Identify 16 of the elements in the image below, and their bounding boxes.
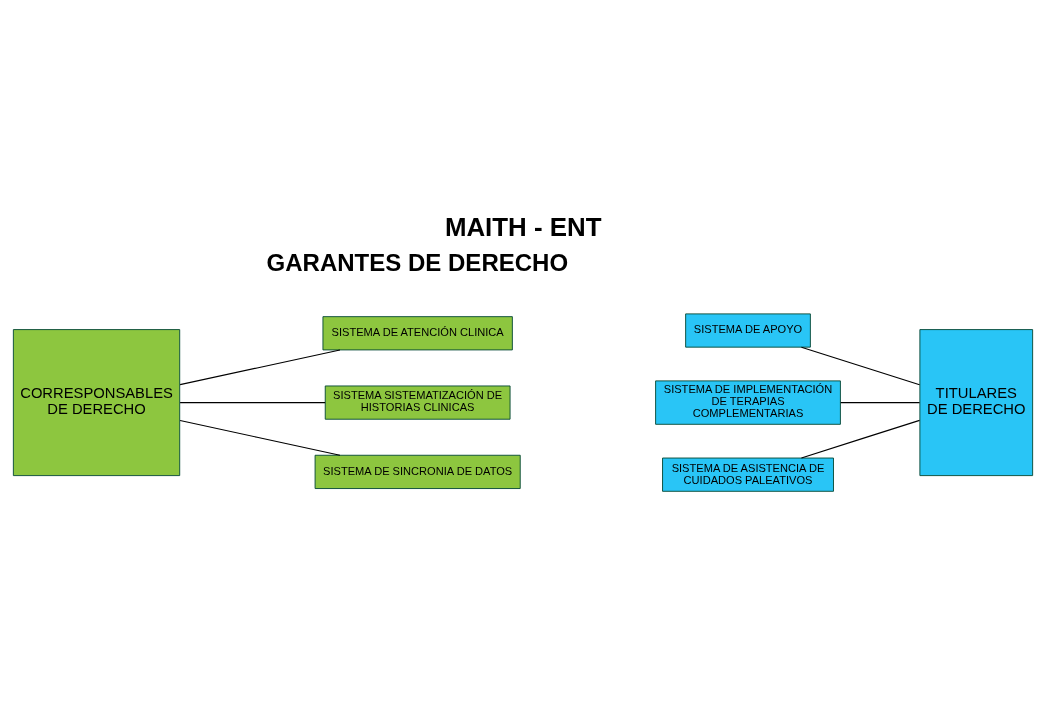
label: GARANTES DE DERECHO xyxy=(266,248,569,276)
node-box: SISTEMA DE ATENCIÓN CLINICA xyxy=(322,315,513,350)
node-box: SISTEMA DE APOYO xyxy=(685,312,811,348)
node-box: TITULARES DE DERECHO xyxy=(919,328,1034,476)
connector xyxy=(179,401,326,403)
node-box: SISTEMA DE ASISTENCIA DE CUIDADOS PALEATIVOS xyxy=(662,457,834,492)
connector xyxy=(179,348,341,385)
connector xyxy=(179,419,341,456)
connector xyxy=(840,401,921,403)
node-box: SISTEMA DE SINCRONIA DE DATOS xyxy=(314,454,521,489)
node-box: SISTEMA SISTEMATIZACIÓN DE HISTORIAS CLINICAS xyxy=(324,385,511,420)
connector xyxy=(800,346,921,385)
node-box: CORRESPONSABLES DE DERECHO xyxy=(12,328,181,476)
node-box: SISTEMA DE IMPLEMENTACIÓN DE TERAPIAS COMPLEMENTARIAS xyxy=(655,379,841,425)
diagram-title: MAITH - ENT xyxy=(444,212,602,241)
connector xyxy=(800,419,921,458)
